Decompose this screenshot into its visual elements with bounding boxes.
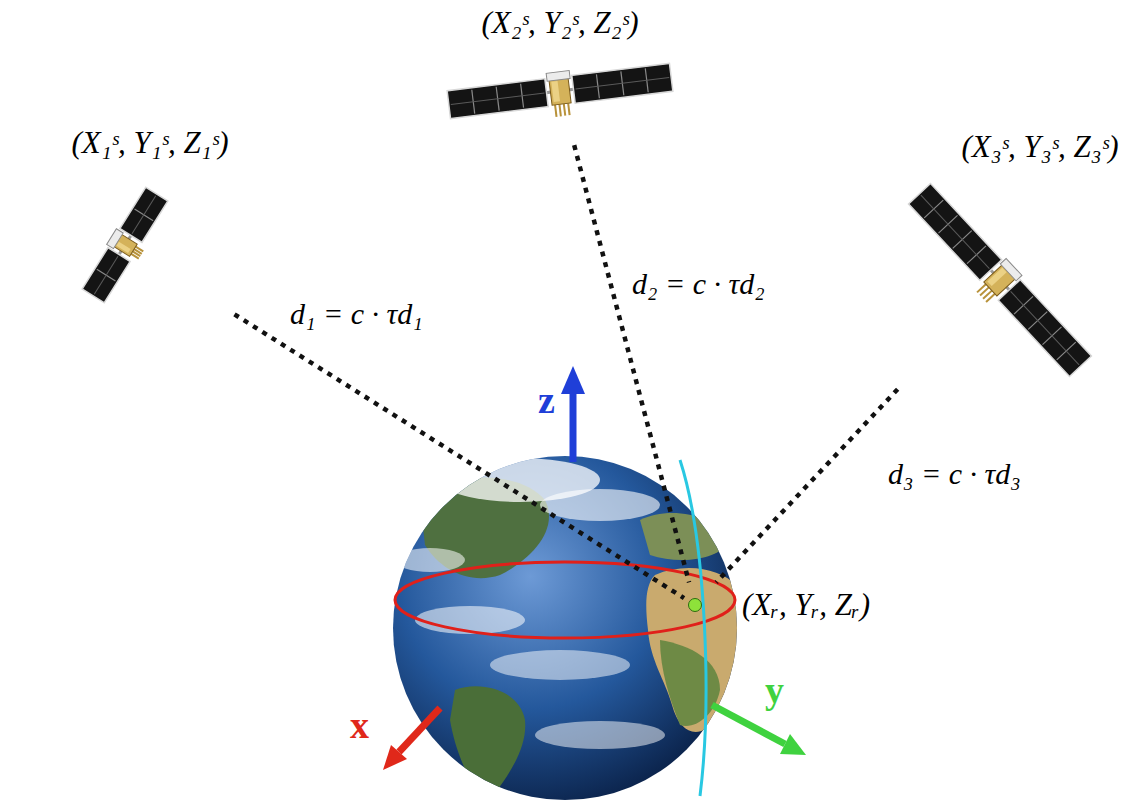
coordinate-label: (X₁ˢ, Y₁ˢ, Z₁ˢ) (71, 124, 228, 161)
coordinate-label: (X₃ˢ, Y₃ˢ, Z₃ˢ) (961, 128, 1118, 165)
range-line (574, 145, 689, 582)
panel-cell (575, 78, 669, 90)
range-equation: d₃ = c · τd₃ (888, 456, 1021, 492)
range-line (716, 389, 897, 582)
solar-panel (998, 280, 1091, 377)
solar-panel (572, 64, 673, 104)
satellite-highlight (116, 242, 130, 253)
solar-panel (447, 79, 548, 119)
antenna-leg (564, 104, 565, 116)
cloud (490, 650, 630, 680)
axis-label: x (350, 705, 369, 747)
earth-globe (393, 456, 737, 800)
satellite-figure (446, 58, 674, 129)
solar-panel (120, 187, 168, 242)
antenna-leg (136, 247, 144, 252)
satellite: (X₁ˢ, Y₁ˢ, Z₁ˢ) (64, 120, 235, 319)
land (640, 513, 730, 560)
panel-cell (921, 195, 989, 268)
receiver-dot (688, 598, 702, 612)
panel-cell (451, 93, 545, 105)
panel-cell (132, 196, 156, 234)
x-axis (399, 708, 440, 752)
earth-surface (395, 458, 746, 800)
z-axis (570, 390, 577, 462)
satellite: (X₂ˢ, Y₂ˢ, Z₂ˢ) (429, 0, 691, 145)
cloud (535, 721, 665, 749)
range-line (235, 314, 685, 598)
antenna-leg (559, 105, 560, 117)
panel-cell (1011, 292, 1079, 365)
y-axis-head (780, 734, 806, 755)
satellite-icon (435, 41, 685, 141)
coordinate-label: (Xᵣ, Yᵣ, Zᵣ) (742, 586, 870, 623)
cloud (395, 548, 465, 572)
x-axis-head (383, 745, 407, 770)
antenna-leg (555, 105, 556, 117)
solar-panel (909, 184, 1002, 281)
satellite-boom (94, 197, 156, 294)
satellite-figure (901, 181, 1094, 384)
satellite-highlight (551, 81, 560, 102)
satellite-highlight (987, 268, 1006, 287)
satellite-icon (900, 175, 1100, 385)
range-equation: d₁ = c · τd₁ (290, 296, 423, 332)
range-equation: d₂ = c · τd₂ (632, 266, 765, 302)
solar-panel (82, 248, 130, 303)
satellite-figure (80, 186, 173, 306)
cloud (415, 606, 525, 634)
antenna-leg (568, 103, 569, 115)
z-axis-head (561, 366, 585, 394)
land (450, 686, 525, 800)
land (660, 640, 720, 726)
axis-label: y (765, 670, 784, 712)
axis-label: z (538, 380, 555, 422)
meridian (680, 460, 706, 796)
satellite: (X₃ˢ, Y₃ˢ, Z₃ˢ) (894, 124, 1125, 389)
coordinate-label: (X₂ˢ, Y₂ˢ, Z₂ˢ) (481, 4, 638, 41)
cloud (540, 489, 660, 521)
satellite-boom (921, 196, 1079, 365)
antenna-leg (986, 294, 995, 302)
receiver-point: (Xᵣ, Yᵣ, Zᵣ) (684, 582, 874, 627)
satellite-icon (70, 175, 180, 315)
panel-cell (94, 256, 118, 294)
satellite-cap (546, 71, 570, 82)
equator (395, 562, 735, 638)
